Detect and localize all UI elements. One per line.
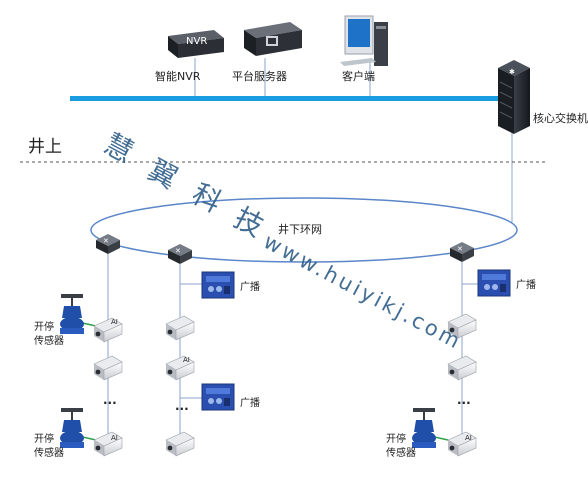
ellipsis-right: ... <box>457 393 471 407</box>
ellipsis-left: ... <box>103 393 117 407</box>
camera-right-3[interactable] <box>447 431 477 457</box>
sensor-label-left-2a: 开停 <box>34 432 54 445</box>
broadcast-label-2: 广播 <box>240 396 260 409</box>
nvr-label: 智能NVR <box>155 69 201 83</box>
server-device[interactable] <box>244 22 302 56</box>
sensor-label-right-a: 开停 <box>386 432 406 445</box>
camera-right-2[interactable] <box>447 355 477 381</box>
sensor-wires <box>77 321 449 441</box>
sensor-device-right[interactable] <box>412 408 436 448</box>
client-label: 客户端 <box>342 69 375 83</box>
core-switch-device[interactable]: ✱ <box>498 60 530 134</box>
camera-left-1[interactable] <box>93 317 123 343</box>
broadcast-device-2[interactable] <box>201 383 235 411</box>
ring-network-label: 井下环网 <box>278 222 322 236</box>
watermark-char-2: 翼 <box>143 153 183 195</box>
broadcast-device-1[interactable] <box>201 271 235 299</box>
watermark-char-1: 慧 <box>99 127 139 169</box>
surface-label: 井上 <box>28 137 62 157</box>
server-label: 平台服务器 <box>232 69 287 83</box>
watermark-char-3: 科 <box>187 177 227 219</box>
watermark: 慧 翼 科 技 www.huiyikj.com <box>99 127 467 354</box>
sensor-device-left-2[interactable] <box>60 408 84 448</box>
watermark-url: www.huiyikj.com <box>260 229 467 354</box>
nvr-badge: NVR <box>186 36 207 47</box>
backbone-bar <box>70 96 530 101</box>
ring-switch-3[interactable]: ✕ <box>450 242 474 262</box>
camera-mid-3[interactable] <box>165 431 195 457</box>
sensor-label-left-1a: 开停 <box>34 320 54 333</box>
broadcast-label-1: 广播 <box>240 280 260 293</box>
svg-text:✕: ✕ <box>103 237 109 245</box>
watermark-char-4: 技 <box>229 201 269 243</box>
core-switch-label: 核心交换机 <box>533 111 588 125</box>
client-device[interactable] <box>340 15 388 66</box>
ai-label-right: AI <box>465 434 472 442</box>
svg-text:✕: ✕ <box>175 247 181 255</box>
sensor-label-right-b: 传感器 <box>386 446 416 459</box>
nvr-device[interactable]: NVR <box>168 30 224 58</box>
ring-switch-1[interactable]: ✕ <box>96 234 120 254</box>
ai-label-left-1: AI <box>111 318 118 326</box>
broadcast-device-3[interactable] <box>477 269 511 297</box>
sensor-label-left-2b: 传感器 <box>34 446 64 459</box>
camera-left-3[interactable] <box>93 431 123 457</box>
camera-right-1[interactable] <box>447 313 477 339</box>
camera-mid-1[interactable] <box>165 315 195 341</box>
sensor-label-left-1b: 传感器 <box>34 334 64 347</box>
ring-switch-2[interactable]: ✕ <box>168 244 192 264</box>
svg-text:✱: ✱ <box>509 68 515 76</box>
sensor-device-left-1[interactable] <box>60 294 84 334</box>
ai-label-left-2: AI <box>111 434 118 442</box>
ellipsis-mid: ... <box>175 399 189 413</box>
camera-mid-2[interactable] <box>165 355 195 381</box>
broadcast-label-3: 广播 <box>516 278 536 291</box>
ring-network <box>90 197 518 263</box>
svg-text:✕: ✕ <box>457 245 463 253</box>
ai-label-mid: AI <box>183 356 190 364</box>
camera-left-2[interactable] <box>93 355 123 381</box>
